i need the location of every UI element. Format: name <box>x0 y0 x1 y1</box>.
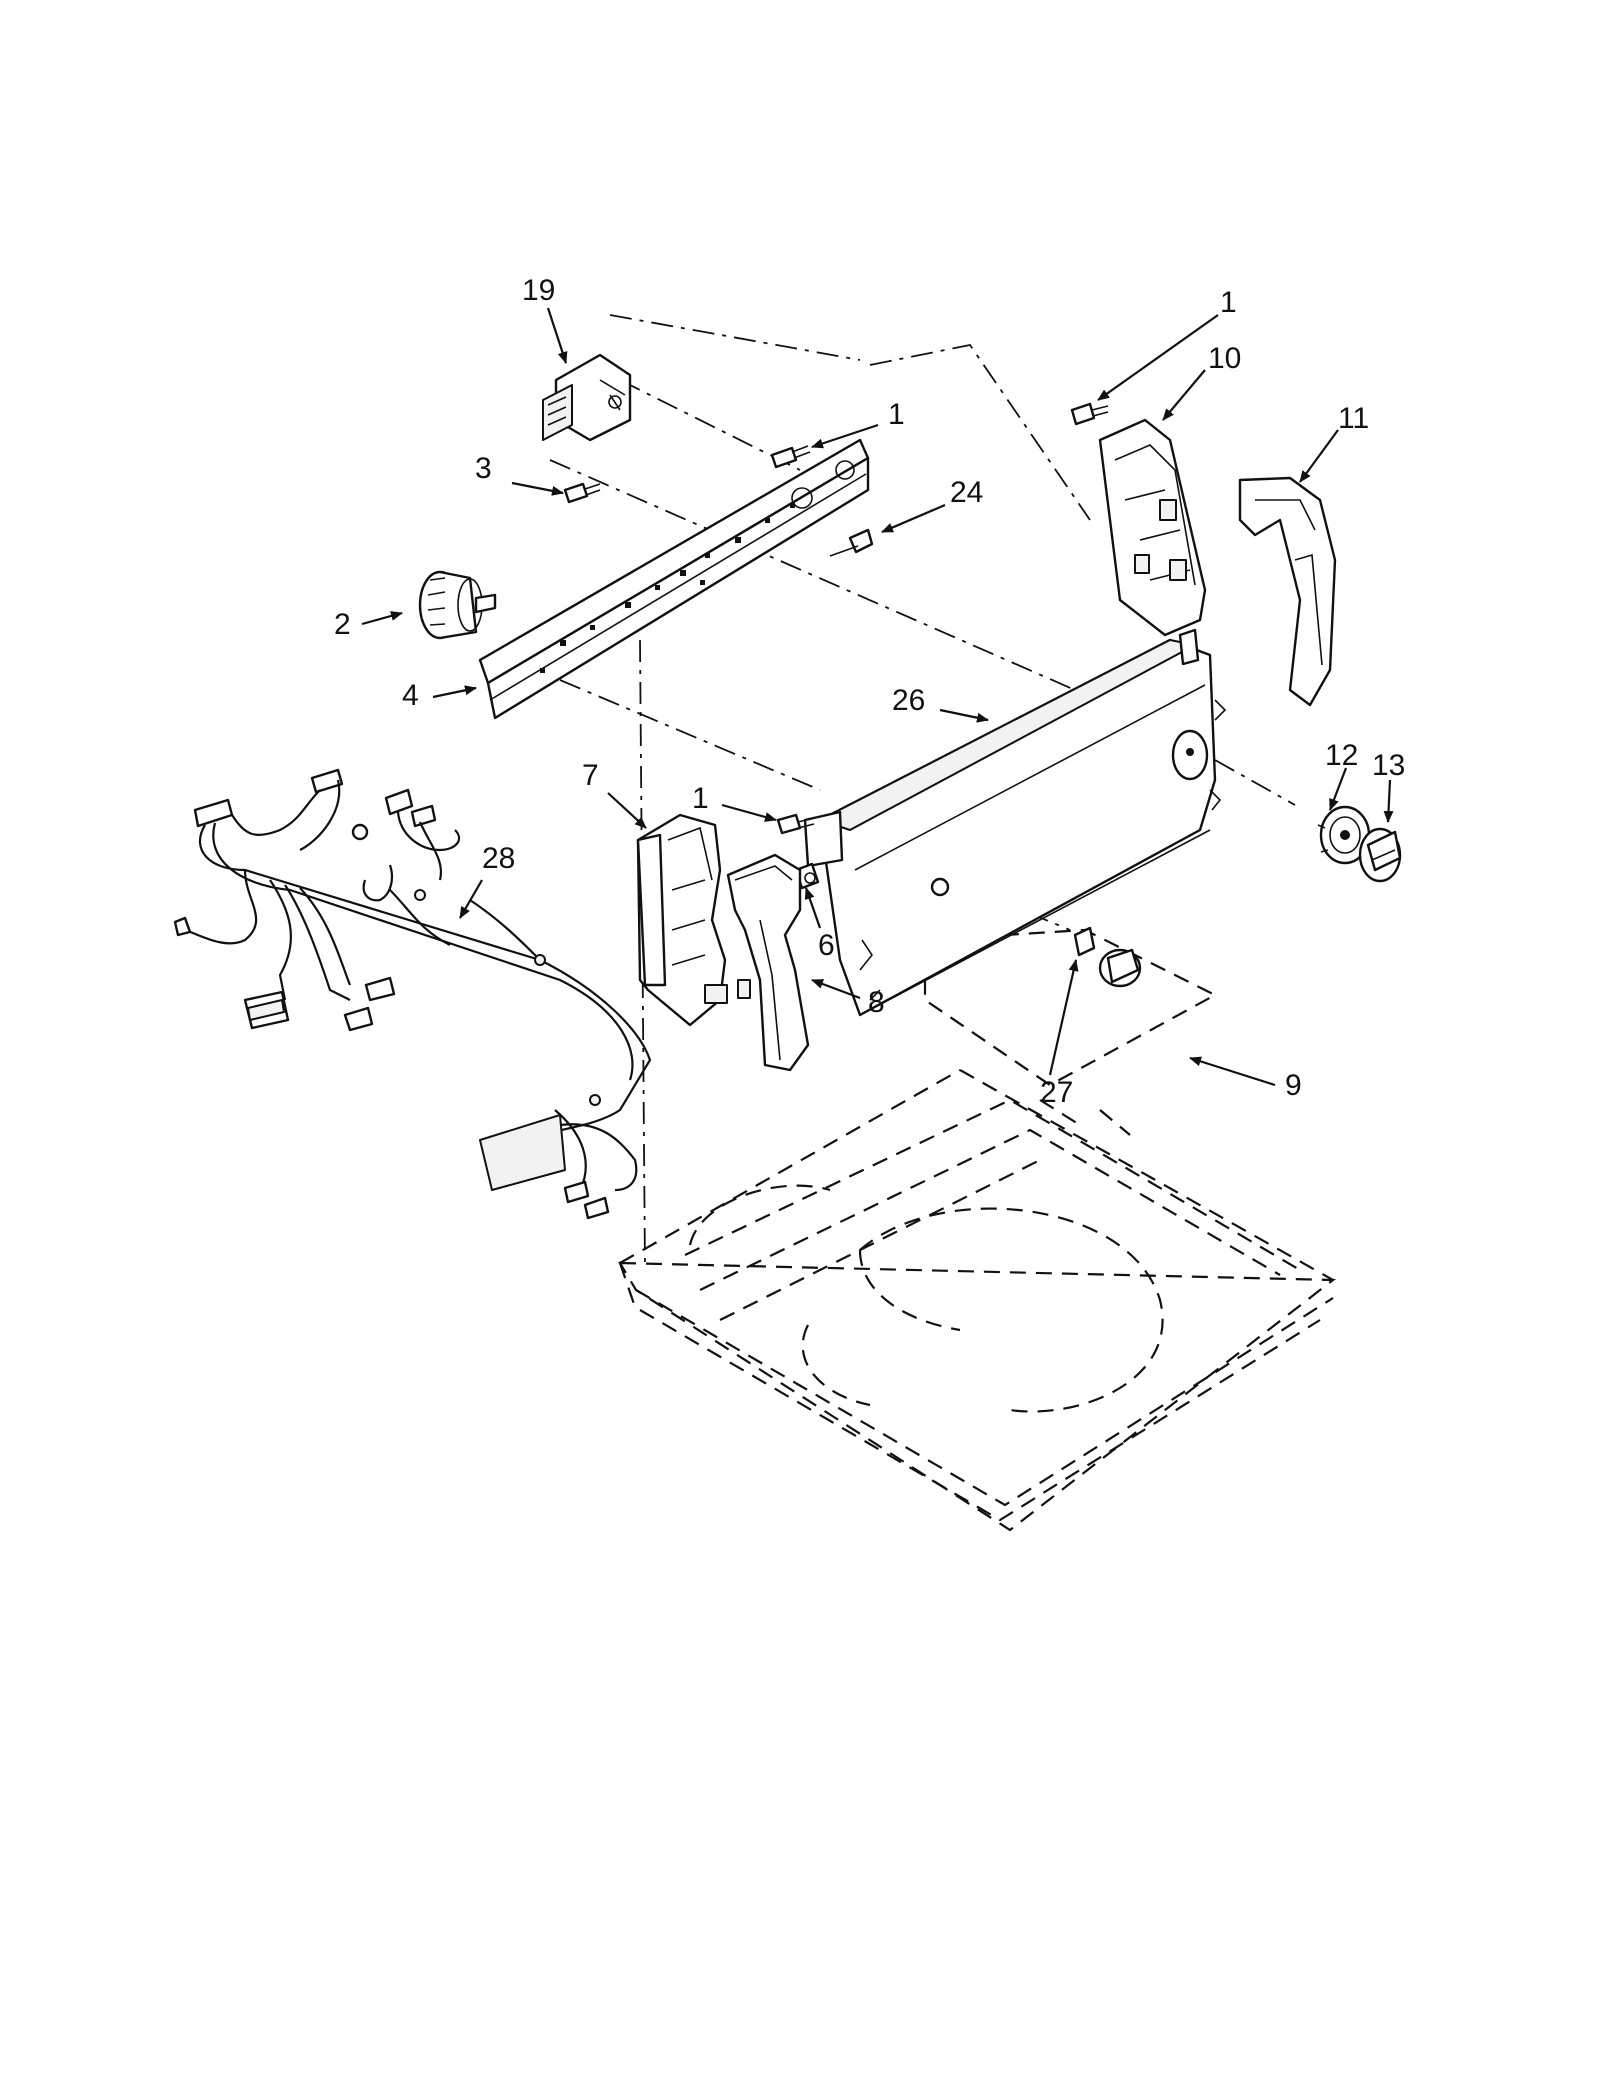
part-1-screw-endcap[interactable] <box>1070 402 1109 426</box>
part-27-knob[interactable] <box>1073 926 1142 988</box>
callout-9: 9 <box>1285 1069 1302 1102</box>
part-24-screw[interactable] <box>829 528 874 557</box>
callout-13: 13 <box>1372 749 1405 782</box>
callout-27: 27 <box>1040 1076 1073 1109</box>
part-2-selector-switch[interactable] <box>418 570 497 640</box>
part-28-wiring-harness[interactable] <box>173 768 652 1220</box>
bracket-holes <box>540 503 795 673</box>
part-13-timer-knob[interactable] <box>1358 827 1402 883</box>
callout-24: 24 <box>950 476 983 509</box>
callout-19: 19 <box>522 274 555 307</box>
callout-labels: 19 1 10 11 1 3 24 2 4 26 12 13 7 1 28 6 … <box>334 274 1405 1109</box>
callout-12: 12 <box>1325 739 1358 772</box>
part-11-trim-cover[interactable] <box>1238 476 1337 707</box>
callout-3: 3 <box>475 452 492 485</box>
callout-1-bracket: 1 <box>888 398 905 431</box>
part-10-end-cap[interactable] <box>1098 418 1207 637</box>
callout-1-left: 1 <box>692 782 709 815</box>
part-3-screw[interactable] <box>563 482 601 504</box>
callout-4: 4 <box>402 679 419 712</box>
part-26-console-panel[interactable] <box>803 628 1227 1017</box>
callout-8: 8 <box>868 986 885 1019</box>
part-1-screw-left[interactable] <box>776 813 815 835</box>
callout-2: 2 <box>334 608 351 641</box>
part-7-end-cap-left[interactable] <box>636 813 751 1027</box>
part-4-console-bracket[interactable] <box>478 438 870 720</box>
leader-lines <box>361 307 1394 1087</box>
part-1-screw-bracket[interactable] <box>770 445 811 469</box>
callout-1-top-right: 1 <box>1220 286 1237 319</box>
part-8-trim-cover-left[interactable] <box>726 853 810 1072</box>
callout-26: 26 <box>892 684 925 717</box>
callout-10: 10 <box>1208 342 1241 375</box>
part-19-connector[interactable] <box>542 353 632 442</box>
callout-7: 7 <box>582 759 599 792</box>
callout-6: 6 <box>818 929 835 962</box>
callout-28: 28 <box>482 842 515 875</box>
washer-top-phantom <box>618 1069 1337 1532</box>
callout-11: 11 <box>1338 402 1369 435</box>
